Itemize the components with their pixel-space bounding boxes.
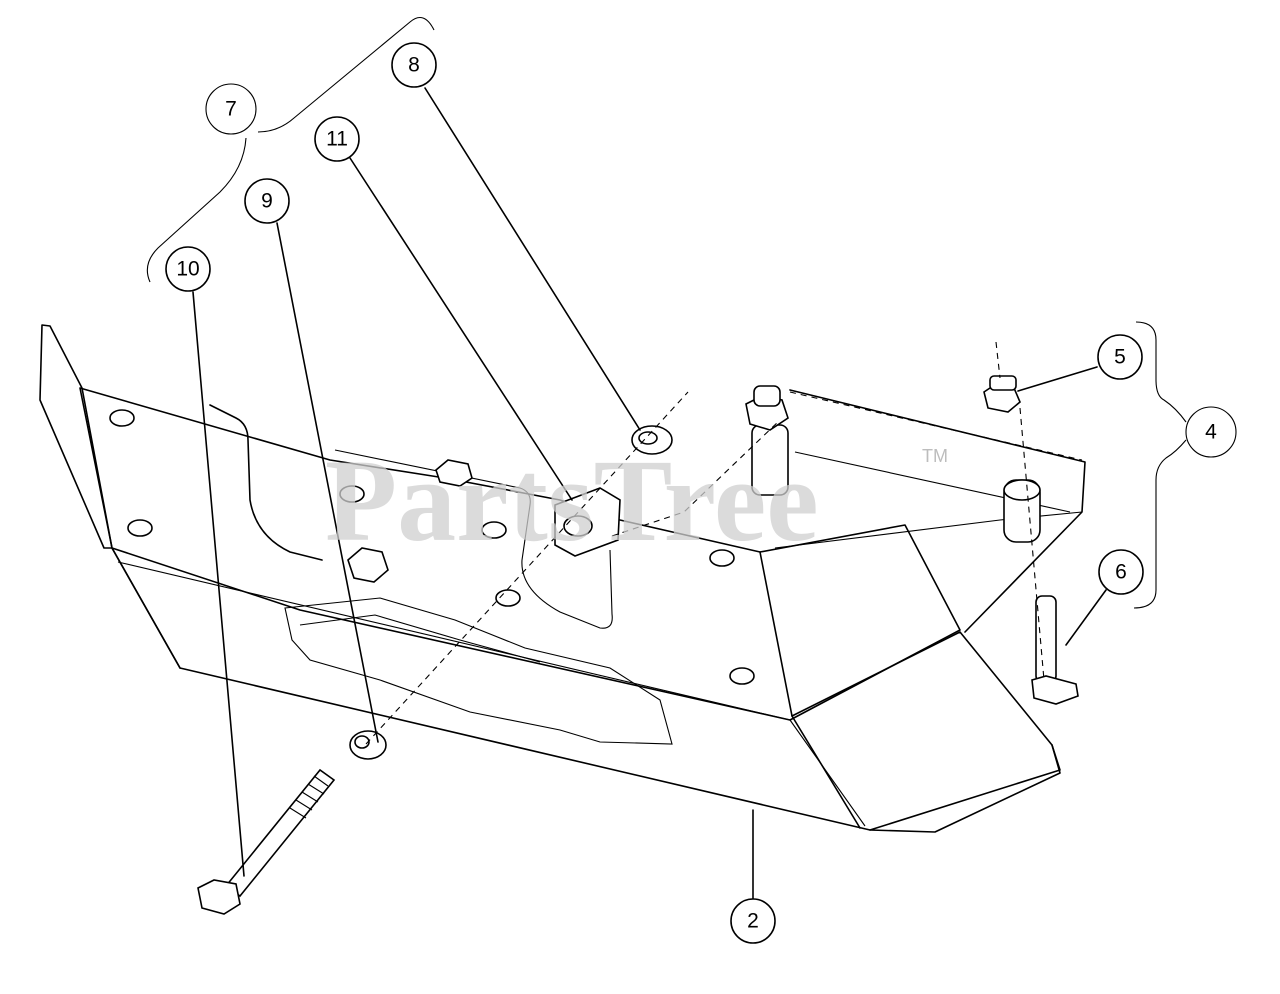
callout-2: 2 [730,898,776,944]
washer-9 [349,730,387,760]
callout-11: 11 [314,116,360,162]
svg-text:11: 11 [326,128,348,151]
rear-stud-assembly [745,385,789,496]
svg-text:5: 5 [1114,346,1126,369]
leader-lines [192,87,1107,901]
svg-text:7: 7 [225,98,237,121]
callout-6: 6 [1098,549,1144,595]
watermark: PartsTree TM [325,435,948,566]
callout-10: 10 [165,246,211,292]
svg-text:4: 4 [1205,421,1217,444]
assembly-axes [365,341,1083,745]
svg-text:8: 8 [408,54,420,77]
callout-5: 5 [1097,334,1143,380]
bolt-10 [197,768,336,915]
svg-text:6: 6 [1115,561,1127,584]
callout-7: 7 [205,83,257,135]
watermark-text: PartsTree [325,435,819,566]
svg-text:2: 2 [747,910,759,933]
callout-8: 8 [391,42,437,88]
group-brackets [146,16,1187,609]
callout-9: 9 [244,178,290,224]
callouts: 2 4 5 6 7 8 9 10 [165,42,1237,944]
skid-plate [39,324,1086,833]
svg-text:10: 10 [176,258,199,281]
spacer-11 [554,487,621,557]
svg-text:9: 9 [261,190,273,213]
watermark-trademark: TM [922,446,948,466]
bushing-8 [631,425,673,455]
right-hardware [983,375,1079,705]
callout-4: 4 [1185,406,1237,458]
